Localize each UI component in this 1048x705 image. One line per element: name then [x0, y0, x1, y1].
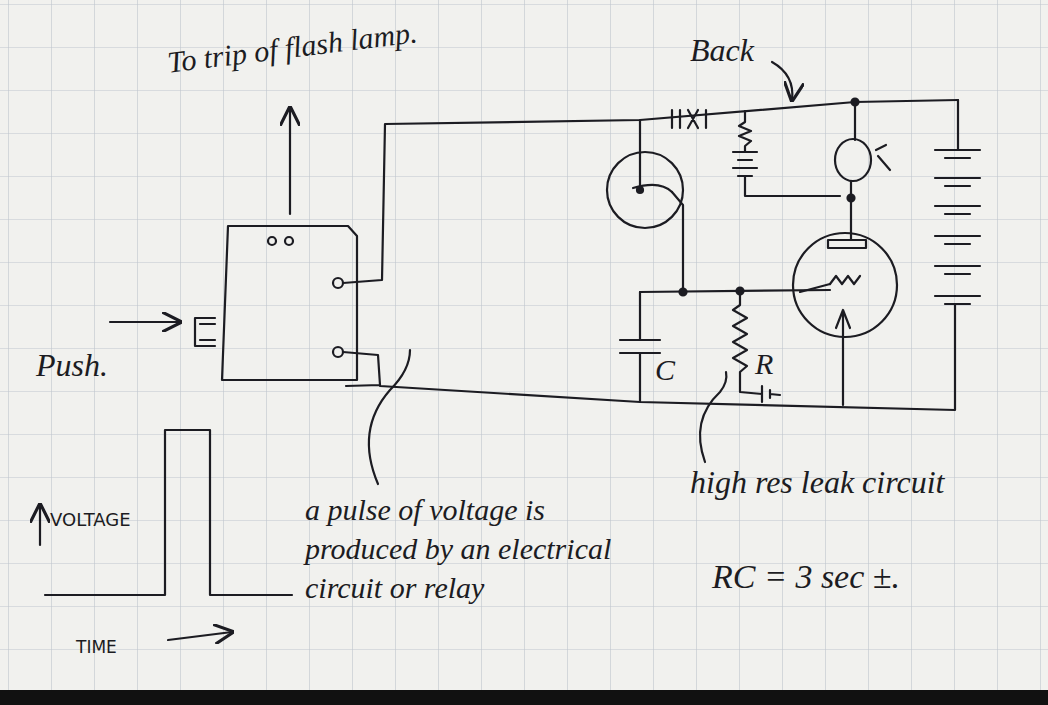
coil-mark	[876, 145, 890, 170]
relay-box	[222, 226, 357, 380]
wire	[672, 192, 683, 292]
wire	[800, 284, 830, 292]
junction	[680, 289, 687, 296]
trip-arrow	[289, 108, 291, 214]
top-wire	[343, 100, 958, 283]
terminal	[333, 278, 343, 288]
leader-line	[772, 62, 792, 100]
leader-line	[369, 350, 410, 484]
note-text: a pulse of voltage is produced by an ele…	[305, 490, 645, 607]
part-label: R	[755, 344, 795, 383]
note-text: RC = 3 sec ±.	[712, 555, 1032, 599]
relay-coil	[835, 139, 871, 181]
time-arrow	[168, 632, 232, 640]
axis-label: TIME	[76, 636, 166, 658]
terminal	[333, 347, 343, 357]
bias-battery	[733, 111, 840, 196]
bottom-wire	[343, 318, 955, 410]
note-text: high res leak circuit	[690, 462, 950, 504]
contact	[268, 237, 276, 245]
contact	[285, 237, 293, 245]
pulse-graph	[45, 430, 292, 595]
axis-label: VOLTAGE	[50, 508, 190, 531]
part-label: Push.	[36, 345, 146, 387]
wire	[854, 102, 856, 140]
cathode	[836, 310, 850, 405]
anode	[637, 187, 643, 193]
part-label: Back	[690, 30, 800, 72]
phototube	[607, 152, 683, 228]
push-button	[195, 318, 215, 346]
part-label: C	[655, 350, 695, 389]
grid	[830, 276, 860, 284]
note-text: To trip of flash lamp.	[165, 4, 487, 82]
photocathode	[633, 185, 672, 192]
switch-symbol	[672, 110, 706, 128]
leader-line	[700, 372, 726, 462]
battery-symbol	[935, 100, 980, 318]
resistor-symbol	[733, 291, 780, 402]
wire	[639, 120, 641, 188]
capacitor-symbol	[620, 292, 660, 402]
push-arrow	[110, 321, 180, 323]
plate	[828, 198, 866, 248]
bottom-band	[0, 690, 1048, 705]
voltage-arrow	[39, 505, 41, 545]
